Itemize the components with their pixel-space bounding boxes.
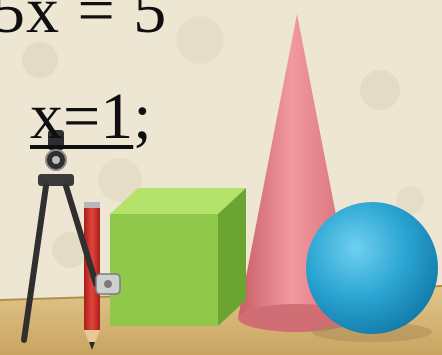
answer-semicolon: ;: [133, 80, 152, 153]
sphere-shape: [306, 202, 438, 342]
equation-line-top: 5x = 5: [0, 0, 167, 44]
cube-shape: [110, 188, 246, 326]
compass-tool: [21, 130, 121, 343]
equation-answer-line: x=1;: [30, 84, 152, 150]
answer-underlined-text: x=1: [30, 80, 134, 153]
equation-top-text: 5x = 5: [0, 0, 168, 47]
